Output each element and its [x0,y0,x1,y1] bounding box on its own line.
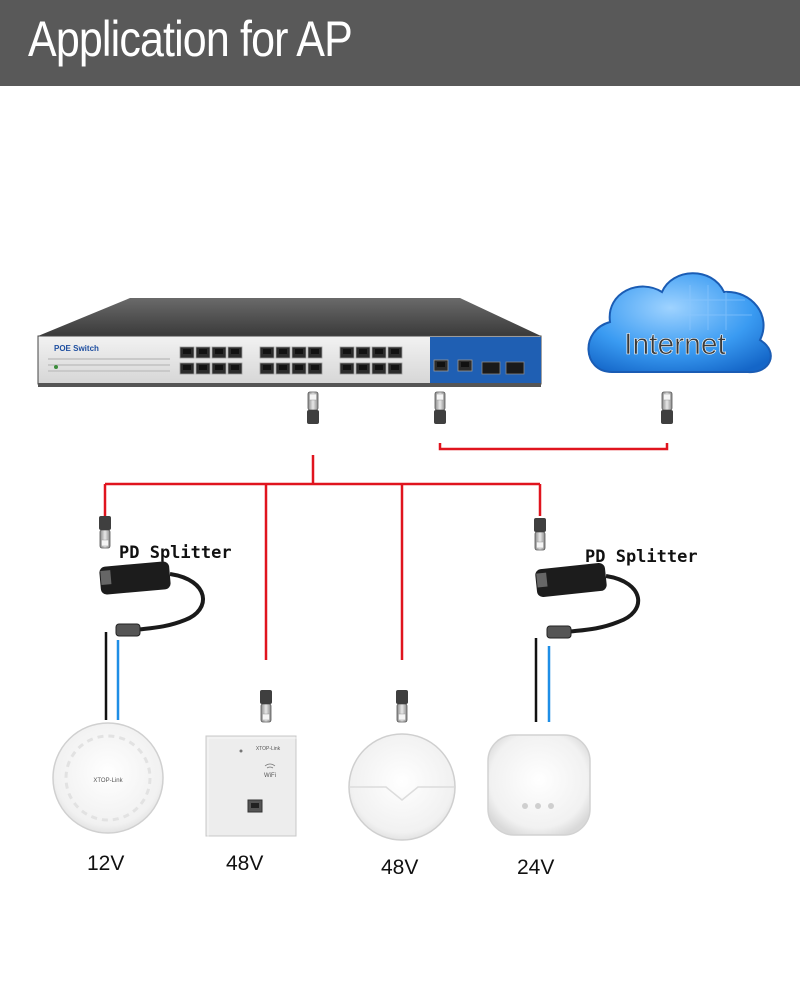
internet-cloud: Internet [587,272,772,374]
ap-brand: XTOP-Link [93,778,123,784]
ceiling-ap-48v [348,733,456,841]
rj45-icon [306,391,320,425]
switch-ports [179,346,525,375]
page-title: Application for AP [28,11,353,67]
switch-label: POE Switch [54,344,99,353]
header-bar: Application for AP [0,0,800,86]
pd-splitter-left [99,561,205,637]
wifi-icon [264,763,276,769]
rj45-icon [433,391,447,425]
voltage-label: 48V [381,856,419,879]
voltage-label: 24V [517,856,555,879]
dc-cables [104,632,551,722]
ap-brand: XTOP-Link [256,746,281,752]
wall-ap-48v: XTOP-Link WiFi [205,735,299,839]
rj45-icon [259,689,273,723]
voltage-label: 48V [226,852,264,875]
rj45-icon [98,515,112,549]
ceiling-ap-24v [487,734,591,836]
pd-splitter-label: PD Splitter [119,543,232,563]
rj45-icon [395,689,409,723]
rj45-icon [660,391,674,425]
voltage-label: 12V [87,852,125,875]
poe-switch: POE Switch [37,298,542,387]
red-cables [103,443,669,660]
internet-label: Internet [624,328,726,361]
pd-splitter-right [535,563,641,639]
ceiling-ap-12v: XTOP-Link [52,722,164,834]
wifi-label: WiFi [264,773,276,779]
rj45-icon [533,517,547,551]
pd-splitter-label: PD Splitter [585,547,698,567]
